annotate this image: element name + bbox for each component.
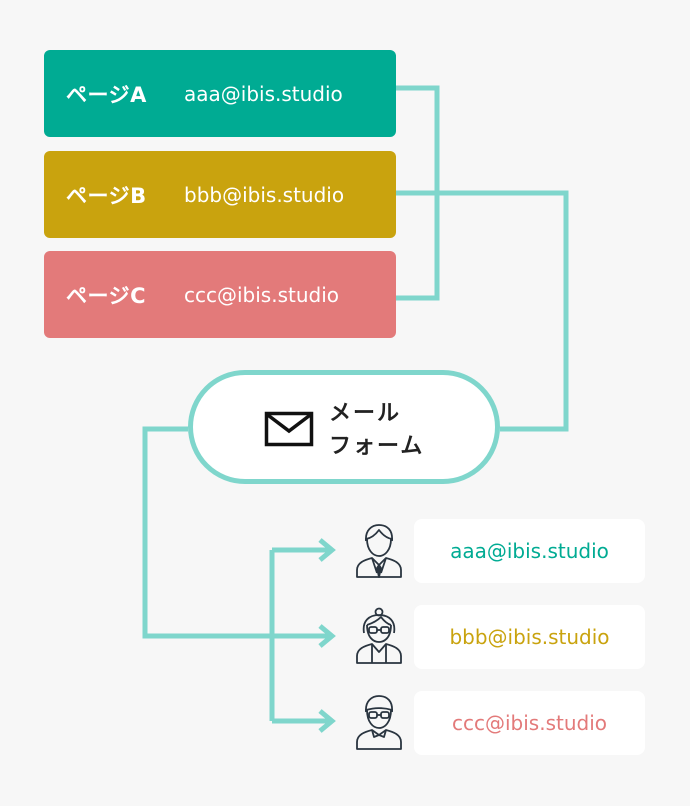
envelope-icon	[264, 411, 314, 447]
route-b-to-form	[396, 190, 569, 432]
route-form-to-recipients	[142, 426, 330, 639]
page-a-email: aaa@ibis.studio	[184, 81, 343, 106]
arrow-a	[318, 538, 336, 562]
page-c-email: ccc@ibis.studio	[184, 282, 339, 307]
page-a-box: ページA aaa@ibis.studio	[44, 50, 396, 137]
mail-form-label: メール フォーム	[329, 401, 425, 459]
page-c-name: ページC	[66, 283, 146, 308]
recipient-c-email: ccc@ibis.studio	[452, 711, 607, 735]
recipient-b-card: bbb@ibis.studio	[414, 605, 645, 669]
recipient-a-card: aaa@ibis.studio	[414, 519, 645, 583]
recipient-a-email: aaa@ibis.studio	[450, 539, 609, 563]
recipient-b-email: bbb@ibis.studio	[449, 625, 610, 649]
arrow-c	[318, 709, 336, 733]
businessman-icon	[356, 524, 402, 578]
mail-form-node: メール フォーム	[188, 370, 500, 484]
man-glasses-icon	[356, 695, 402, 750]
page-c-box: ページC ccc@ibis.studio	[44, 251, 396, 338]
arrow-b	[318, 624, 336, 648]
recipient-c-card: ccc@ibis.studio	[414, 691, 645, 755]
page-b-email: bbb@ibis.studio	[184, 182, 345, 207]
page-b-box: ページB bbb@ibis.studio	[44, 151, 396, 238]
woman-glasses-icon	[356, 607, 402, 664]
page-b-name: ページB	[66, 183, 147, 208]
page-a-name: ページA	[66, 82, 147, 107]
